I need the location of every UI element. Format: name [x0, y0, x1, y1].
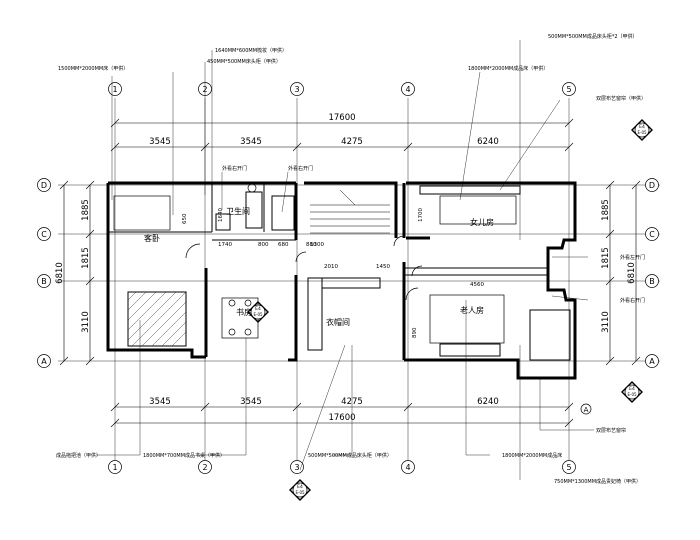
dim-h2-right: 1815	[601, 247, 611, 269]
note-nightstand-pair: 500MM*500MM成品床头柜*2（甲供）	[548, 33, 638, 40]
dim-inner-1640: 1640	[218, 208, 224, 222]
axis-label-3-bottom: 3	[294, 463, 299, 472]
partitions	[108, 183, 571, 361]
stairs	[310, 189, 390, 234]
note-vanity: 1640MM*600MM梳妆（甲供）	[215, 47, 287, 54]
dim-h2-left: 1815	[81, 247, 91, 269]
room-elder: 老人房	[460, 305, 484, 315]
dimension-lines-left	[59, 180, 95, 366]
room-closet: 衣帽间	[326, 317, 350, 327]
dim-inner-4560: 4560	[470, 282, 484, 288]
elev-right-ref: E-05	[627, 392, 637, 397]
axis-label-5-top: 5	[566, 85, 571, 94]
dim-h3-left: 3110	[81, 311, 91, 333]
dim-inner-1300: 1300	[310, 242, 324, 248]
elev-bottom-ref: E-05	[295, 490, 305, 495]
elev-top-ref: E-05	[637, 130, 647, 135]
dim-seg1-bottom: 3545	[149, 397, 171, 407]
dim-h3-right: 3110	[601, 311, 611, 333]
elev-right-code: E4	[629, 386, 635, 392]
note-chaise: 750MM*1300MM成品贵妃椅（甲供）	[554, 478, 641, 485]
dim-height-total-left: 6810	[55, 262, 65, 284]
dim-h1-right: 1885	[601, 199, 611, 221]
room-bath: 卫生间	[226, 206, 250, 216]
axis-label-5-bottom: 5	[566, 463, 571, 472]
dim-total-top: 17600	[328, 113, 355, 123]
note-nightstand-elder: 500MM*500MM成品床头柜（甲供）	[308, 452, 392, 459]
room-guest: 客卧	[144, 233, 160, 243]
leader-lines	[96, 40, 594, 480]
note-door-4: 外看右开门	[620, 297, 645, 304]
furniture	[113, 183, 517, 344]
dim-seg2-bottom: 3545	[240, 397, 262, 407]
dimension-lines-right	[605, 180, 641, 366]
small-bubbles	[580, 403, 592, 415]
axis-bubbles-top	[108, 82, 576, 96]
axis-label-C-left: C	[41, 230, 47, 239]
dim-inner-1740: 1740	[218, 242, 232, 248]
dim-inner-1700: 1700	[418, 208, 424, 222]
note-curtain-bottom: 双层布艺窗帘	[596, 427, 626, 434]
elevation-symbol-bottom: E4 E-05	[289, 479, 311, 501]
axis-label-A-left: A	[41, 357, 47, 366]
dim-seg3-top: 4275	[341, 137, 363, 147]
dim-inner-650: 650	[182, 213, 188, 224]
note-bed-girl: 1800MM*2000MM成品床（甲供）	[468, 65, 548, 72]
dim-inner-1450: 1450	[376, 264, 390, 270]
note-desk: 1800MM*700MM成品书桌（甲供）	[143, 452, 225, 459]
elev-top-code: E4	[639, 124, 645, 130]
note-bed-elder: 1800MM*2000MM成品床	[502, 452, 562, 459]
elevation-symbol-top: E4 E-05	[631, 119, 653, 141]
elev-bottom-code: E4	[297, 484, 303, 490]
axis-label-1-bottom: 1	[112, 463, 117, 472]
dim-inner-2010: 2010	[324, 264, 338, 270]
axis-label-B-left: B	[41, 277, 47, 286]
axis-label-2-bottom: 2	[202, 463, 207, 472]
elevation-symbol-right: E4 E-05	[621, 381, 643, 403]
note-nightstand: 450MM*500MM床头柜（甲供）	[207, 58, 281, 65]
note-door-3: 外看左开门	[620, 254, 645, 261]
axis-label-3-top: 3	[294, 85, 299, 94]
dim-height-total-right: 6810	[627, 262, 637, 284]
dimension-lines-top	[110, 118, 574, 152]
axis-label-B-right: B	[649, 277, 655, 286]
elevation-symbol-mid: E4 E-05	[247, 301, 269, 323]
axis-mini-a: A	[584, 406, 589, 414]
dim-inner-800: 800	[258, 242, 269, 248]
axis-label-C-right: C	[649, 230, 655, 239]
axis-bubbles-bottom	[108, 460, 576, 474]
dim-seg4-top: 6240	[477, 137, 499, 147]
note-door-1: 外看右开门	[222, 165, 247, 172]
dim-inner-880: 880	[306, 242, 317, 248]
axis-label-4-top: 4	[405, 85, 410, 94]
axis-label-A-right: A	[649, 357, 655, 366]
axis-label-1-top: 1	[112, 85, 117, 94]
note-door-2: 外看右开门	[288, 165, 313, 172]
axis-label-D-left: D	[41, 181, 47, 190]
dim-inner-680: 680	[278, 242, 289, 248]
axis-label-D-right: D	[649, 181, 655, 190]
axis-bubbles-rows	[37, 178, 659, 368]
note-bed-guest: 1500MM*2000MM床（甲供）	[58, 65, 128, 72]
note-curtain-top: 双层布艺窗帘（甲供）	[596, 95, 646, 102]
walls	[106, 181, 577, 380]
balcony-hatch	[127, 291, 187, 347]
dim-seg1-top: 3545	[149, 137, 171, 147]
dim-seg4-bottom: 6240	[477, 397, 499, 407]
dim-inner-890: 890	[412, 327, 418, 338]
dim-total-bottom: 17600	[328, 413, 355, 423]
dim-seg2-top: 3545	[240, 137, 262, 147]
room-study: 书房	[236, 307, 252, 317]
elev-mid-ref: E-05	[253, 312, 263, 317]
elev-mid-code: E4	[255, 306, 261, 312]
axis-label-4-bottom: 4	[405, 463, 410, 472]
dimension-lines-bottom	[110, 402, 574, 428]
dim-h1-left: 1885	[81, 199, 91, 221]
room-girl: 女儿房	[470, 217, 494, 227]
note-mop-sink: 成品拖把池（甲供）	[56, 452, 101, 459]
